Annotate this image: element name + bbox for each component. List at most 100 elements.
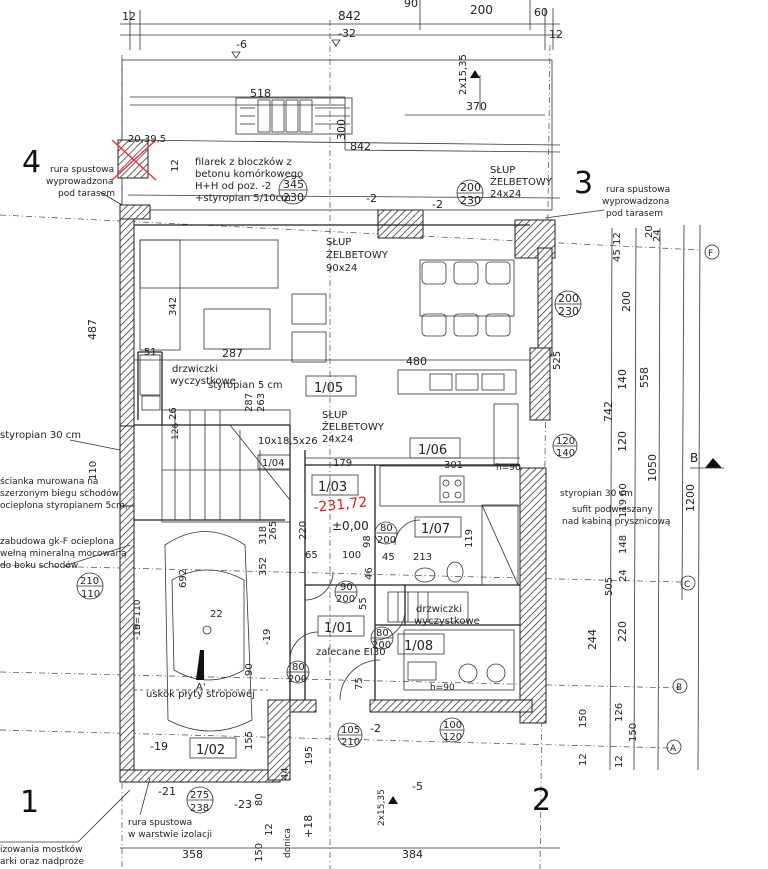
- idim-220: 220: [298, 521, 309, 540]
- idim-263: 263: [256, 393, 267, 412]
- dim-2x15-bottom: 2x15,35: [377, 789, 387, 826]
- armchair-1: [291, 293, 327, 325]
- idim-480: 480: [406, 355, 427, 368]
- idim-301: 301: [444, 460, 463, 471]
- level-plus-18: +18: [302, 815, 315, 838]
- level-minus-32: -32: [338, 27, 356, 40]
- terrace-area: 518 842 370 300 2x15,35 -6 -32 -2 -2: [121, 27, 561, 211]
- dim-60: 60: [534, 6, 548, 19]
- top-dimensions: 12 842 90 200 60 12: [120, 0, 563, 50]
- idim-100: 100: [342, 550, 361, 561]
- door-200r-w: 200: [558, 292, 579, 305]
- door-120-h: 140: [556, 448, 575, 459]
- note-slup-right-1: SŁUP: [490, 165, 515, 176]
- kitchen-island: [397, 369, 517, 395]
- note-20-39: 20,39,5: [128, 134, 166, 145]
- room-labels: 1/05 1/06 1/04 1/03 1/07 1/01 1/08 1/02: [189, 375, 462, 759]
- note-rura-bottom-1: rura spustowa: [128, 818, 192, 828]
- note-drzwiczki1-1: drzwiczki: [172, 364, 218, 375]
- level-minus-2c: -2: [370, 722, 381, 735]
- note-zabudowa-2: wełną mineralną mocowaną: [0, 549, 127, 559]
- door-80b-w: 80: [376, 628, 389, 639]
- level-minus-5: -5: [412, 780, 423, 793]
- note-stair-size: 10x18,5x26: [258, 436, 318, 447]
- idim-692: 692: [178, 569, 189, 588]
- rdim-200: 200: [620, 291, 633, 312]
- door-345-h: 230: [283, 191, 304, 204]
- section-mark-a-prime: A': [196, 682, 206, 693]
- note-slupmid-3: 24x24: [322, 434, 353, 445]
- level-arrow-top: [470, 70, 480, 78]
- note-styropian5: styropian 5 cm: [208, 380, 283, 391]
- room-1-02: 1/02: [196, 743, 225, 758]
- idim-26: 26: [168, 407, 179, 420]
- h-110: h=110: [133, 599, 143, 630]
- gate-275-w: 275: [190, 790, 209, 801]
- rdim-1200: 1200: [684, 484, 697, 512]
- axis-a: A: [670, 744, 677, 754]
- corner-number-4: 4: [22, 145, 41, 180]
- door-90-h: 200: [336, 594, 355, 605]
- note-zabudowa-1: zabudowa gk-F ocieplona: [0, 537, 114, 547]
- idim-213: 213: [413, 552, 432, 563]
- door-105-h: 210: [341, 737, 360, 748]
- note-slupmid-2: ŻELBETOWY: [322, 420, 385, 433]
- axis-f: F: [708, 249, 713, 259]
- axis-circle-f: [704, 244, 720, 260]
- column-90x24: [377, 209, 424, 239]
- rdim-1050: 1050: [646, 454, 659, 482]
- note-slup90-2: ŻELBETOWY: [326, 248, 389, 261]
- note-izolacja-2: arki oraz nadproże: [0, 857, 84, 867]
- idim-46: 46: [364, 567, 375, 580]
- level-triangle-32: [331, 39, 341, 47]
- note-filarek-1: filarek z bloczków z: [195, 156, 292, 168]
- note-drzwiczki2-1: drzwiczki: [416, 604, 462, 615]
- dining-table: [419, 259, 515, 317]
- dryer: [486, 663, 506, 683]
- window-210-h: 110: [81, 589, 100, 600]
- axis-circle-a: [666, 739, 682, 755]
- rdim-742: 742: [602, 401, 615, 422]
- fireplace: [139, 354, 161, 396]
- rdim-140: 140: [616, 369, 629, 390]
- door-80c-h: 200: [288, 674, 307, 685]
- note-rura-right-1: rura spustowa: [606, 185, 670, 195]
- note-scianka-3: ocieplona styropianem 5cm;: [0, 501, 128, 511]
- level-minus-2a: -2: [366, 192, 377, 205]
- rdim-top-20: 20: [644, 225, 655, 238]
- window-100-w: 100: [443, 720, 462, 731]
- window-100-h: 120: [443, 732, 462, 743]
- idim-55: 55: [358, 597, 369, 610]
- room-1-06: 1/06: [418, 443, 447, 458]
- note-filarek-2: betonu komórkowego: [195, 168, 303, 180]
- corner-number-2: 2: [532, 783, 551, 818]
- rdim-12b: 12: [614, 755, 625, 768]
- fridge-unit: [493, 403, 519, 465]
- corner-numbers: 4 3 1 2: [20, 145, 593, 820]
- note-rura-left-1: rura spustowa: [50, 165, 114, 175]
- note-styropian30-right: styropian 30 cm: [560, 489, 633, 499]
- note-zabudowa-3: do boku schodów: [0, 560, 78, 571]
- note-izolacja-1: izowania mostków: [0, 844, 82, 855]
- room-1-04: 1/04: [262, 458, 284, 469]
- note-scianka-1: ścianka murowana na: [0, 476, 98, 487]
- note-rura-right-2: wyprowadzona: [602, 197, 669, 207]
- room-1-05: 1/05: [314, 381, 343, 396]
- idim-12: 12: [264, 823, 275, 836]
- idim-65: 65: [305, 550, 318, 561]
- sink-108: [407, 661, 437, 681]
- rdim-top-24: 24: [652, 229, 663, 242]
- filarek-post: [117, 139, 149, 179]
- staircase: [161, 409, 469, 623]
- level-minus-19a: -19: [132, 624, 143, 640]
- dim-90: 90: [404, 0, 418, 10]
- idim-179: 179: [333, 458, 352, 469]
- red-elevation: -231,72: [313, 494, 368, 516]
- level-minus-19b: -19: [262, 629, 273, 645]
- h-90b: h=90: [430, 683, 455, 693]
- rdim-24: 24: [618, 569, 629, 582]
- idim-384: 384: [402, 848, 423, 861]
- dim-842: 842: [338, 9, 361, 23]
- idim-98: 98: [362, 535, 373, 548]
